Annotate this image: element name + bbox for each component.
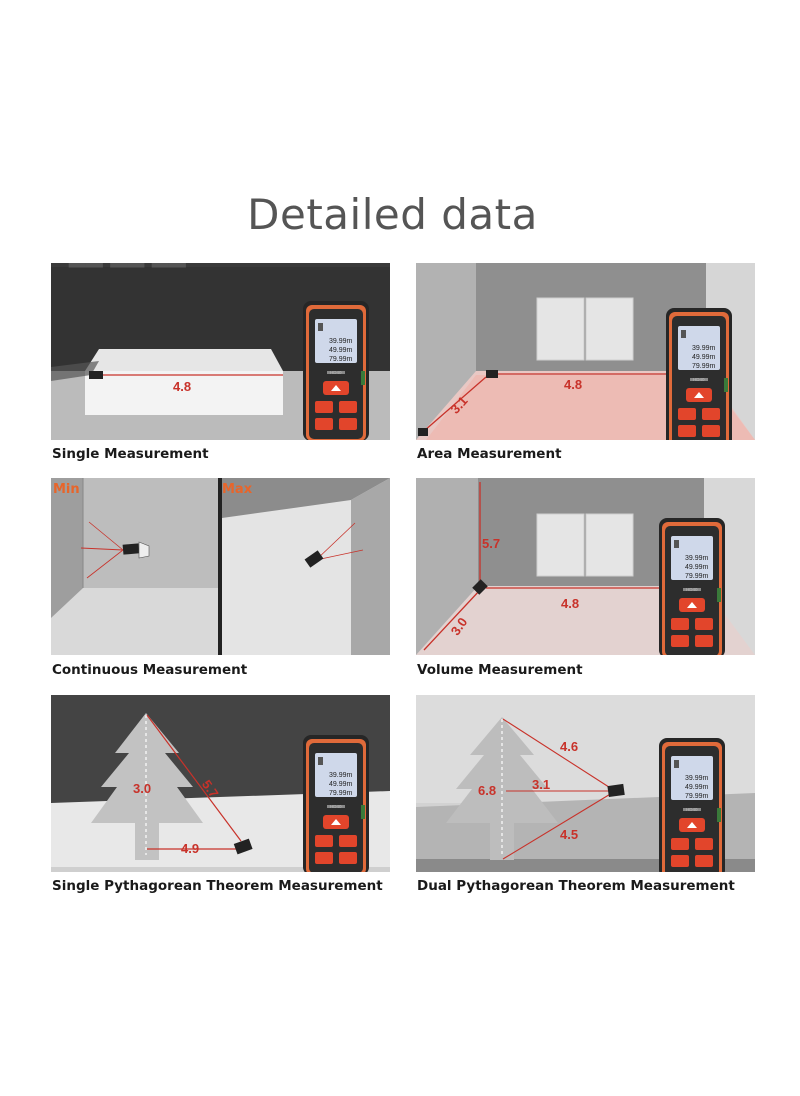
caption-area-measurement: Area Measurement [417,446,562,462]
svg-text:39.99m: 39.99m [329,338,353,345]
panel-dual-pythagorean: 4.6 6.8 3.1 4.5 39.99m 49.99m 79.99m HD4… [416,695,755,872]
svg-text:79.99m: 79.99m [329,790,353,797]
svg-text:49.99m: 49.99m [685,784,709,791]
svg-text:49.99m: 49.99m [685,564,709,571]
watermark-text: ▀▀ ▀▀ ▀▀ [68,263,187,281]
svg-text:39.99m: 39.99m [685,555,709,562]
svg-text:79.99m: 79.99m [692,363,716,370]
svg-text:HD40: HD40 [686,587,698,592]
device-screen: 39.99m 49.99m 79.99m HD40 [329,338,353,375]
svg-text:79.99m: 79.99m [685,793,709,800]
measurement-label: 6.8 [478,783,496,798]
svg-text:49.99m: 49.99m [692,354,716,361]
svg-text:HD40: HD40 [693,377,705,382]
laser-device-icon [666,308,732,440]
measurement-label: 3.0 [133,781,151,796]
svg-text:HD40: HD40 [330,370,342,375]
panel-area-measurement: 4.8 3.1 39.99m 49.99m 79.99m HD40 [416,263,755,440]
device-screen: 39.99m 49.99m 79.99m HD40 [685,555,709,592]
device-screen: 39.99m 49.99m 79.99m HD40 [685,775,709,812]
measurement-label: 4.9 [181,841,199,856]
svg-text:39.99m: 39.99m [692,345,716,352]
laser-device-icon [659,738,725,872]
measurement-label: 4.8 [173,379,191,394]
page-title: Detailed data [247,190,538,239]
svg-text:49.99m: 49.99m [329,347,353,354]
panel-single-pythagorean: 3.0 5.7 4.9 39.99m 49.99m 79.99m HD40 [51,695,390,872]
svg-text:HD40: HD40 [686,807,698,812]
measurement-label: 3.1 [532,777,550,792]
panel-continuous-measurement: Min Max [51,478,390,655]
panel-single-measurement: ▀▀ ▀▀ ▀▀ 4.8 39.99m 49.99m 79.99m HD40 [51,263,390,440]
panel-volume-measurement: 5.7 4.8 3.0 39.99m 49.99m 79.99m HD40 [416,478,755,655]
measurement-label: 4.8 [564,377,582,392]
tree-icon [446,717,558,860]
caption-single-pythagorean: Single Pythagorean Theorem Measurement [52,878,383,894]
min-label: Min [53,482,80,497]
svg-text:79.99m: 79.99m [329,356,353,363]
device-screen: 39.99m 49.99m 79.99m HD40 [692,345,716,382]
caption-dual-pythagorean: Dual Pythagorean Theorem Measurement [417,878,735,894]
svg-text:39.99m: 39.99m [329,772,353,779]
svg-text:HD40: HD40 [330,804,342,809]
svg-text:49.99m: 49.99m [329,781,353,788]
svg-text:79.99m: 79.99m [685,573,709,580]
max-label: Max [222,482,253,497]
caption-continuous-measurement: Continuous Measurement [52,662,248,678]
caption-volume-measurement: Volume Measurement [417,662,583,678]
caption-single-measurement: Single Measurement [52,446,209,462]
measurement-label: 4.6 [560,739,578,754]
measurement-label: 5.7 [482,536,500,551]
tree-icon [91,713,203,860]
device-screen: 39.99m 49.99m 79.99m HD40 [329,772,353,809]
measurement-label: 4.8 [561,596,579,611]
svg-text:39.99m: 39.99m [685,775,709,782]
measurement-label: 4.5 [560,827,578,842]
